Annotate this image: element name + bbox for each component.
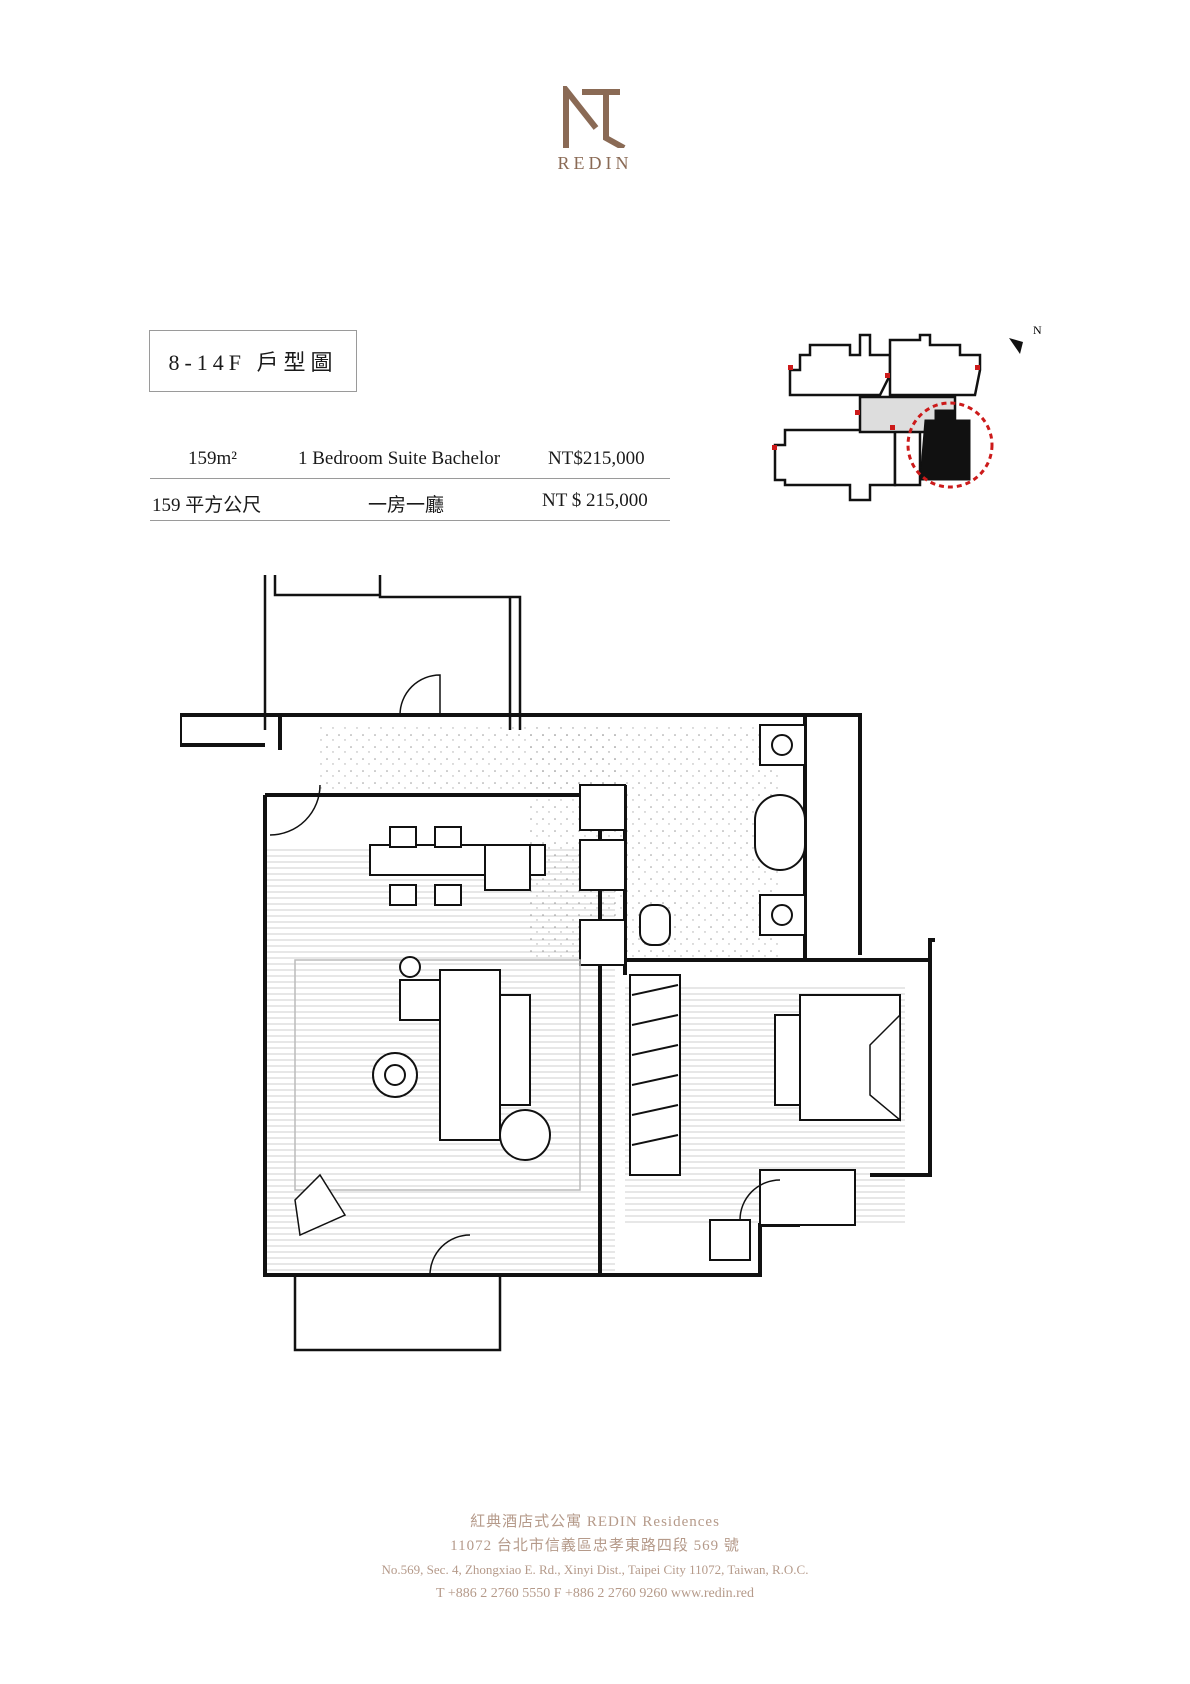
footer-company: 紅典酒店式公寓 REDIN Residences bbox=[470, 1514, 720, 1530]
unit-type: 一房一廳 bbox=[368, 495, 445, 516]
footer: 紅典酒店式公寓 REDIN Residences 11072 台北市信義區忠孝東… bbox=[0, 1510, 1190, 1606]
building-key-plan bbox=[772, 333, 994, 502]
unit-highlight-circle bbox=[906, 401, 994, 489]
footer-address-en: No.569, Sec. 4, Zhongxiao E. Rd., Xinyi … bbox=[381, 1562, 809, 1577]
floor-plan-drawing bbox=[180, 575, 935, 1352]
footer-contact: T +886 2 2760 5550 F +886 2 2760 9260 ww… bbox=[436, 1586, 754, 1601]
north-arrow-icon: N bbox=[1009, 323, 1042, 354]
floor-plan-title: 8-14F 戶型圖 bbox=[149, 330, 357, 392]
unit-area: 159m² bbox=[188, 448, 237, 469]
compass-label: N bbox=[1033, 323, 1042, 337]
unit-price: NT$215,000 bbox=[548, 448, 645, 469]
unit-area: 159 平方公尺 bbox=[152, 495, 262, 516]
unit-info-row-zh: 159 平方公尺 一房一廳 NT $ 215,000 bbox=[150, 480, 670, 521]
brand-wordmark: REDIN bbox=[557, 153, 633, 173]
unit-type: 1 Bedroom Suite Bachelor bbox=[298, 448, 501, 469]
redin-logo-icon bbox=[563, 86, 626, 148]
unit-info-row-en: 159m² 1 Bedroom Suite Bachelor NT$215,00… bbox=[150, 438, 670, 479]
footer-address-zh: 11072 台北市信義區忠孝東路四段 569 號 bbox=[450, 1538, 740, 1554]
unit-price: NT $ 215,000 bbox=[542, 490, 648, 511]
